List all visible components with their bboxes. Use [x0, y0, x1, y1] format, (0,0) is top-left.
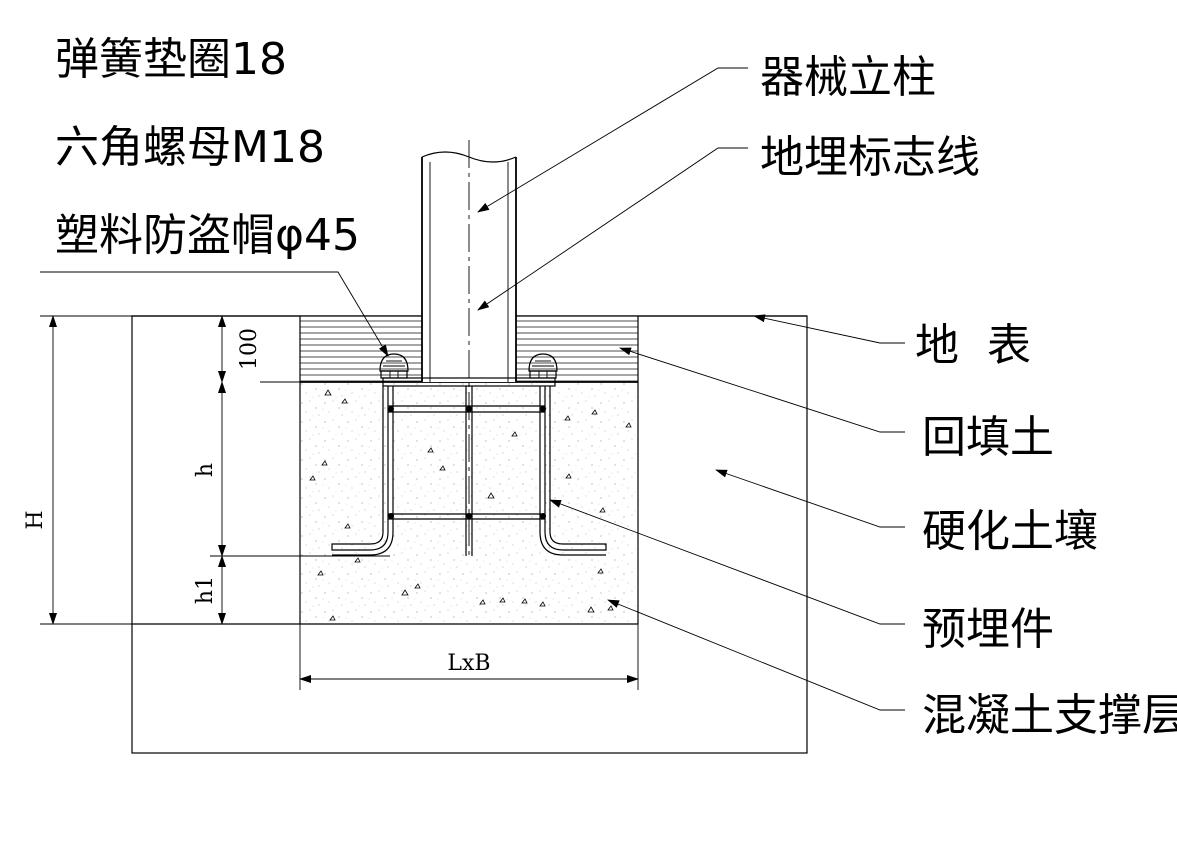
dimension-H: [40, 315, 132, 625]
embedded-part: [331, 386, 607, 556]
anti-theft-cap-right: [528, 353, 558, 379]
leader-lines: [40, 67, 905, 711]
label-anti-theft-cap: 塑料防盗帽φ45: [55, 210, 360, 261]
label-buried-marker-line: 地埋标志线: [760, 132, 980, 183]
label-equipment-post: 器械立柱: [760, 52, 936, 103]
dim-text-100: 100: [237, 328, 262, 370]
label-spring-washer: 弹簧垫圈18: [55, 34, 287, 85]
label-hardened-soil: 硬化土壤: [922, 506, 1098, 557]
concrete-support-layer-block: [132, 382, 639, 625]
dimension-LxB: [299, 624, 639, 690]
base-plate: [382, 377, 556, 387]
equipment-post: [421, 140, 517, 560]
label-embedded-part: 预埋件: [922, 604, 1054, 655]
concrete-aggregate-marks: [309, 389, 632, 621]
dimension-h: [210, 381, 390, 557]
dimension-100: [218, 315, 300, 383]
dim-text-h: h: [193, 463, 218, 477]
dim-text-LxB: LxB: [447, 651, 490, 676]
label-ground-surface: 地 表: [915, 320, 1031, 371]
label-backfill-soil: 回填土: [922, 412, 1054, 463]
label-hex-nut: 六角螺母M18: [55, 122, 325, 173]
dim-text-H: H: [23, 510, 48, 529]
dim-text-h1: h1: [193, 576, 218, 604]
anti-theft-cap-left: [379, 353, 409, 379]
label-concrete-support-layer: 混凝土支撑层: [922, 690, 1177, 741]
